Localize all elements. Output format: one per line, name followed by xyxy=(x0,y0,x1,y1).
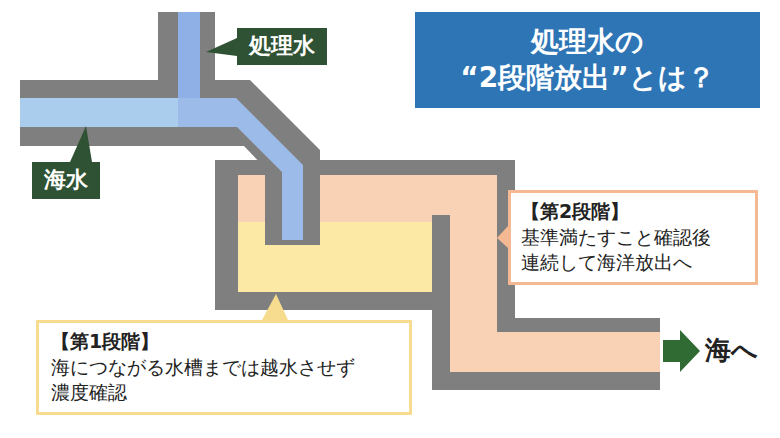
node-heading: 【第2段階】 xyxy=(521,199,745,225)
node-heading: 海水 xyxy=(44,166,88,195)
callout-pointer xyxy=(497,226,508,248)
node-heading: 処理水 xyxy=(249,32,315,61)
flow-arrow xyxy=(663,330,700,372)
node-body: 基準満たすこと確認後 連続して海洋放出へ xyxy=(521,225,745,276)
title-panel: 処理水の “2段階放出”とは？ xyxy=(415,12,760,108)
pipe-wall xyxy=(20,12,320,245)
callout-pointer xyxy=(70,126,92,162)
seawater-flow xyxy=(20,98,178,127)
flow-label: 海へ xyxy=(705,333,758,368)
callout-box: 【第2段階】基準満たすこと確認後 連続して海洋放出へ xyxy=(508,190,758,285)
callout-pointer xyxy=(262,294,288,320)
callout-pointer xyxy=(206,38,237,56)
mixed-flow xyxy=(178,98,303,240)
title-text: 処理水の “2段階放出”とは？ xyxy=(428,24,748,97)
callout-label: 海水 xyxy=(32,162,100,199)
callout-box: 【第1段階】海につながる水槽までは越水させず 濃度確認 xyxy=(36,320,412,415)
callout-label: 処理水 xyxy=(237,28,327,65)
treated-water-flow xyxy=(178,12,200,98)
node-body: 海につながる水槽までは越水させず 濃度確認 xyxy=(51,355,397,406)
node-heading: 【第1段階】 xyxy=(51,329,397,355)
